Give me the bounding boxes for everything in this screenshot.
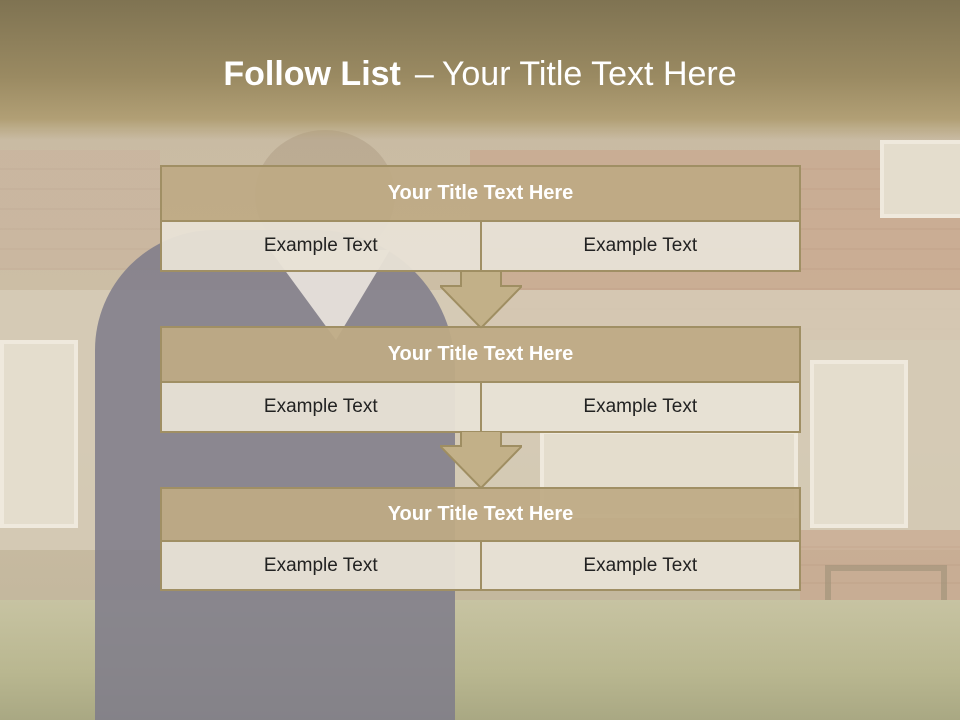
brick-wall-left xyxy=(0,150,160,270)
list-block: Your Title Text Here Example Text Exampl… xyxy=(160,165,801,272)
block-cell-left: Example Text xyxy=(162,222,480,270)
block-cell-left: Example Text xyxy=(162,383,480,431)
window xyxy=(810,360,908,528)
person xyxy=(95,230,455,720)
list-block: Your Title Text Here Example Text Exampl… xyxy=(160,487,801,591)
block-cell-right: Example Text xyxy=(479,383,799,431)
block-row: Example Text Example Text xyxy=(160,542,801,591)
block-row: Example Text Example Text xyxy=(160,222,801,272)
slide-title: Follow List–Your Title Text Here xyxy=(0,55,960,94)
block-title: Your Title Text Here xyxy=(160,326,801,383)
block-title: Your Title Text Here xyxy=(160,165,801,222)
list-block: Your Title Text Here Example Text Exampl… xyxy=(160,326,801,433)
block-cell-left: Example Text xyxy=(162,542,480,589)
window xyxy=(0,340,78,528)
window xyxy=(880,140,960,218)
title-separator: – xyxy=(414,55,434,93)
block-cell-right: Example Text xyxy=(479,542,799,589)
down-arrow-icon xyxy=(440,271,522,329)
header-band xyxy=(0,0,960,140)
block-title: Your Title Text Here xyxy=(160,487,801,542)
block-cell-right: Example Text xyxy=(479,222,799,270)
title-bold: Follow List xyxy=(223,55,401,93)
block-row: Example Text Example Text xyxy=(160,383,801,433)
title-text: Your Title Text Here xyxy=(441,55,737,93)
down-arrow-icon xyxy=(440,431,522,489)
